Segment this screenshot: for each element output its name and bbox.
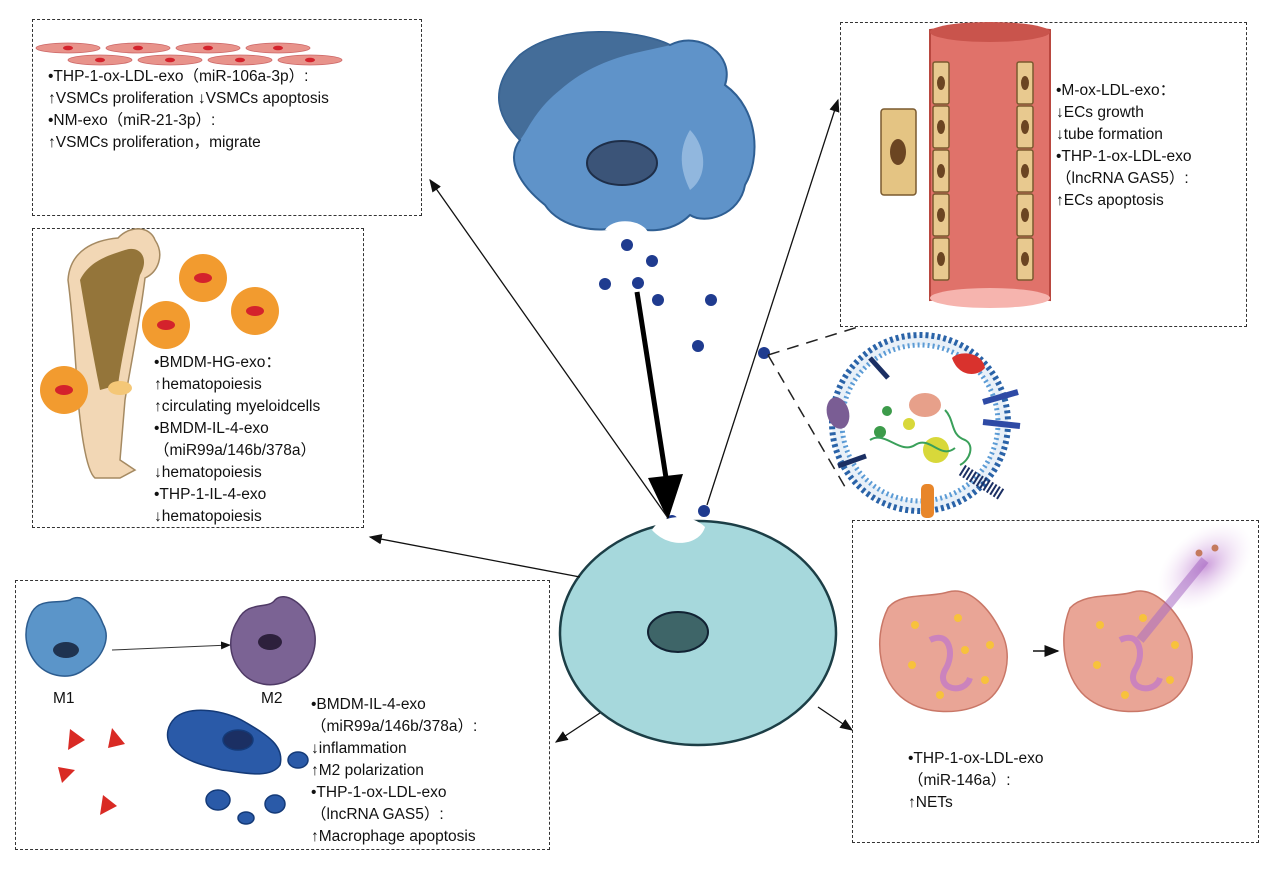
macrophage-line-7: ↑Macrophage apoptosis bbox=[311, 828, 476, 845]
endothelial-line-2: ↓ECs growth bbox=[1056, 104, 1144, 121]
nets-text: •THP-1-ox-LDL-exo （miR-146a）: ↑NETs bbox=[908, 748, 1044, 814]
neutrophil-nets bbox=[1063, 521, 1253, 713]
blood-vessel bbox=[880, 22, 1051, 308]
blood-cells bbox=[40, 254, 279, 414]
vsmc-text: •THP-1-ox-LDL-exo（miR-106a-3p）: ↑VSMCs p… bbox=[48, 66, 329, 154]
macrophage-line-6: （lncRNA GAS5）: bbox=[311, 806, 444, 823]
endothelial-line-1: •M-ox-LDL-exo： bbox=[1056, 82, 1176, 99]
endothelial-line-6: ↑ECs apoptosis bbox=[1056, 192, 1164, 209]
endothelial-line-3: ↓tube formation bbox=[1056, 126, 1163, 143]
recipient-cell bbox=[558, 517, 838, 747]
thin-arrows bbox=[368, 98, 854, 743]
nets-line-1: •THP-1-ox-LDL-exo bbox=[908, 750, 1044, 767]
bone bbox=[67, 228, 161, 479]
apoptotic-fragments bbox=[58, 728, 125, 815]
main-transfer-arrowhead bbox=[648, 474, 683, 520]
bone-text: •BMDM-HG-exo： ↑hematopoiesis ↑circulatin… bbox=[154, 352, 320, 528]
bone-line-7: •THP-1-IL-4-exo bbox=[154, 486, 267, 503]
endothelial-line-4: •THP-1-ox-LDL-exo bbox=[1056, 148, 1192, 165]
zoom-line-top bbox=[767, 326, 859, 356]
exosome-structure bbox=[826, 332, 1021, 518]
polarization-arrow bbox=[111, 641, 231, 651]
vsmc-line-2: ↑VSMCs proliferation ↓VSMCs apoptosis bbox=[48, 90, 329, 107]
neutrophil-resting bbox=[878, 590, 1008, 713]
exosome-dots bbox=[599, 239, 770, 548]
bone-line-6: ↓hematopoiesis bbox=[154, 464, 262, 481]
vsmc-line-1: •THP-1-ox-LDL-exo（miR-106a-3p）: bbox=[48, 68, 309, 85]
macrophage-line-3: ↓inflammation bbox=[311, 740, 407, 757]
macrophage-line-2: （miR99a/146b/378a）: bbox=[311, 718, 478, 735]
vsmc-line-4: ↑VSMCs proliferation，migrate bbox=[48, 134, 261, 151]
bone-line-3: ↑circulating myeloidcells bbox=[154, 398, 321, 415]
macrophage-m2 bbox=[230, 596, 316, 686]
bone-line-4: •BMDM-IL-4-exo bbox=[154, 420, 269, 437]
endothelial-line-5: （lncRNA GAS5）: bbox=[1056, 170, 1189, 187]
bone-line-1: •BMDM-HG-exo： bbox=[154, 354, 281, 371]
vsmc-line-3: •NM-exo（miR-21-3p）: bbox=[48, 112, 216, 129]
macrophage-m1 bbox=[25, 597, 107, 677]
macrophage-line-1: •BMDM-IL-4-exo bbox=[311, 696, 426, 713]
apoptotic-macrophage bbox=[166, 709, 309, 825]
bone-line-8: ↓hematopoiesis bbox=[154, 508, 262, 525]
macrophage-line-5: •THP-1-ox-LDL-exo bbox=[311, 784, 447, 801]
endothelial-text: •M-ox-LDL-exo： ↓ECs growth ↓tube formati… bbox=[1056, 80, 1192, 212]
nets-line-2: （miR-146a）: bbox=[908, 772, 1011, 789]
main-transfer-arrow bbox=[634, 291, 672, 498]
donor-macrophage-cell bbox=[498, 31, 756, 232]
bone-line-2: ↑hematopoiesis bbox=[154, 376, 262, 393]
bone-line-5: （miR99a/146b/378a） bbox=[154, 442, 316, 459]
macrophage-line-4: ↑M2 polarization bbox=[311, 762, 424, 779]
nets-line-3: ↑NETs bbox=[908, 794, 953, 811]
macrophage-text: •BMDM-IL-4-exo （miR99a/146b/378a）: ↓infl… bbox=[311, 694, 477, 848]
zoom-line-bottom bbox=[767, 354, 849, 493]
m1-label: M1 bbox=[53, 690, 75, 707]
m2-label: M2 bbox=[261, 690, 283, 707]
vsmc-cells bbox=[35, 42, 343, 66]
